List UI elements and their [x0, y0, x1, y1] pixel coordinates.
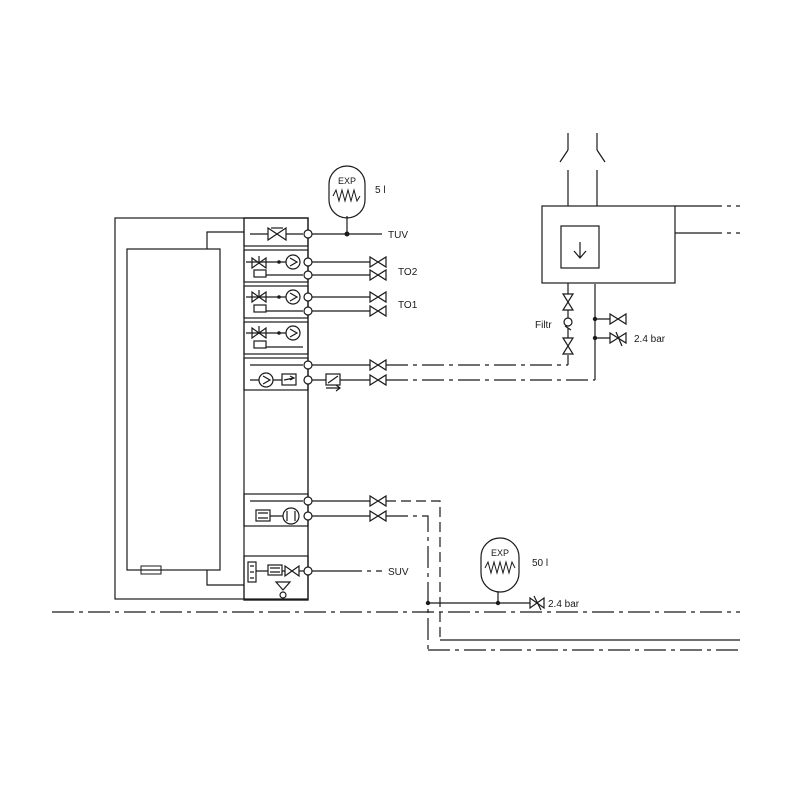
return-module-components — [250, 500, 303, 525]
filter-label: Filtr — [535, 320, 552, 331]
return-valve-upper — [369, 494, 387, 508]
boiler-valve-upper — [369, 358, 387, 372]
to1-valve-lower — [369, 304, 387, 318]
boiler-lines — [312, 284, 596, 392]
to1-module — [243, 285, 309, 319]
to1-components — [246, 289, 303, 313]
to2-valve-upper — [369, 255, 387, 269]
expansion-vessel-bottom — [480, 537, 520, 593]
safety-drain-valve — [609, 312, 627, 326]
module-column — [243, 217, 309, 601]
boiler-module — [243, 357, 309, 391]
to1-lines — [312, 290, 387, 318]
suv-label: SUV — [388, 567, 409, 578]
expansion-vessel-top — [328, 165, 366, 219]
boiler-valve-top — [561, 293, 575, 311]
suv-module-components — [247, 561, 306, 599]
exp-top-label: EXP — [338, 176, 356, 186]
boiler-safety — [592, 312, 627, 347]
circuit3-module — [243, 321, 309, 355]
boiler-valve-bottom — [561, 337, 575, 355]
safety-valve-icon — [609, 331, 627, 347]
exp-bottom-volume: 50 l — [532, 558, 548, 569]
suv-module — [243, 555, 309, 601]
pressure-top-label: 2.4 bar — [634, 334, 666, 345]
safety-valve-bottom-icon — [529, 595, 545, 611]
exp-top-volume: 5 l — [375, 185, 386, 196]
to2-valve-lower — [369, 268, 387, 282]
boiler-module-components — [250, 364, 303, 388]
main-line — [52, 592, 740, 613]
tuv-module — [243, 217, 309, 247]
exp-bottom-label: EXP — [491, 548, 509, 558]
return-module — [243, 493, 309, 527]
mixing-valve-icon — [267, 226, 287, 242]
to2-components — [246, 254, 303, 278]
tuv-label: TUV — [388, 230, 408, 241]
to1-valve-upper — [369, 290, 387, 304]
boiler-valve-lower — [369, 373, 387, 387]
boiler-unit — [541, 133, 740, 355]
to2-label: TO2 — [398, 267, 418, 278]
return-valve-lower — [369, 509, 387, 523]
tuv-line — [312, 216, 382, 237]
connection-nodes — [303, 229, 313, 576]
circuit3-components — [246, 325, 303, 349]
pressure-bottom-label: 2.4 bar — [548, 599, 580, 610]
to2-lines — [312, 255, 387, 282]
to1-label: TO1 — [398, 300, 418, 311]
return-lines — [312, 494, 740, 651]
